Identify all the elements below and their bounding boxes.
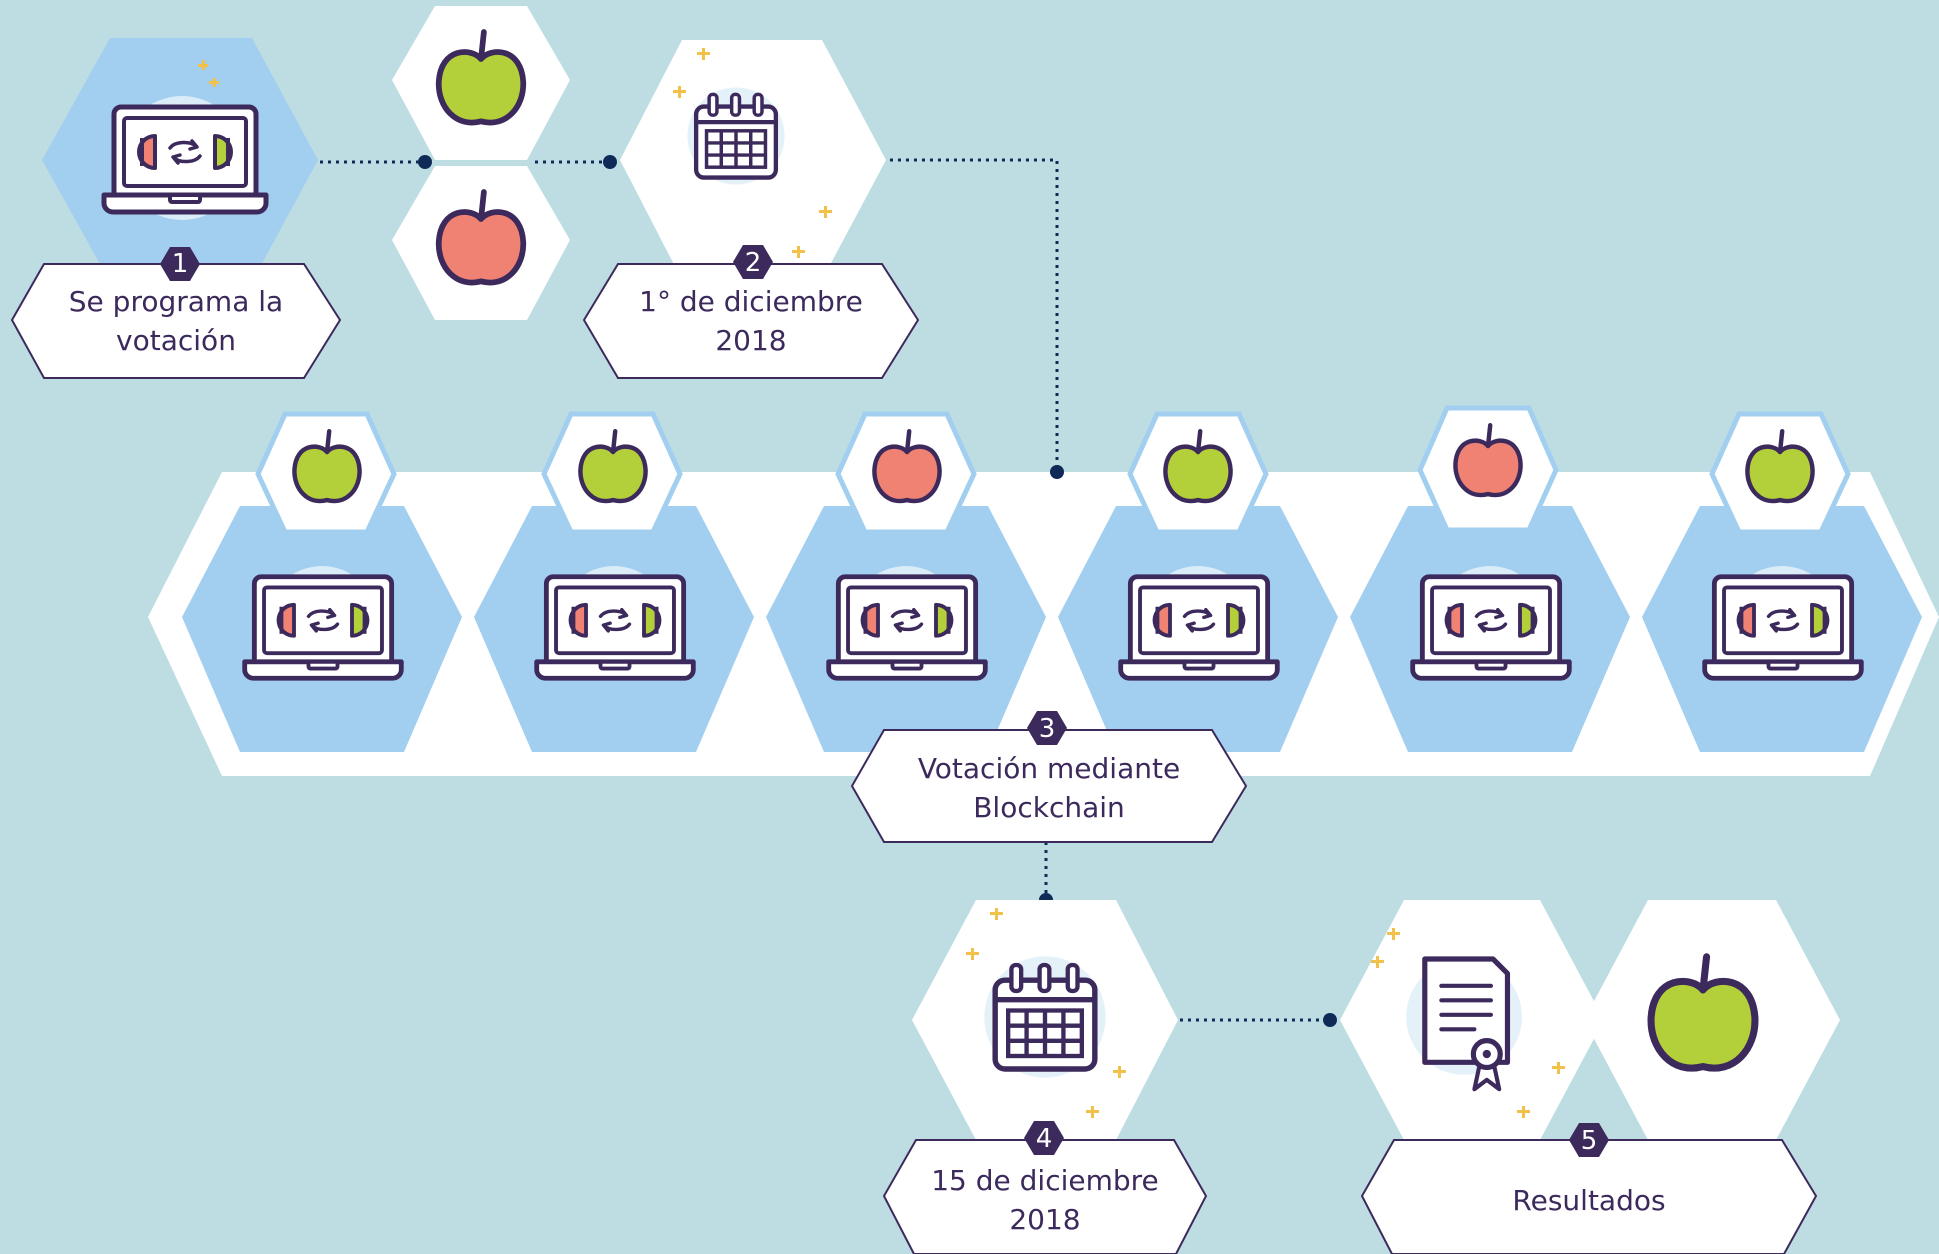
step4-label: 4 15 de diciembre 2018 — [882, 1121, 1208, 1254]
step-text-line2: Blockchain — [973, 791, 1125, 824]
step-number-badge — [1024, 1121, 1064, 1155]
calendar-icon — [984, 956, 1105, 1077]
calendar-icon — [687, 87, 784, 184]
laptop-vote-icon — [1413, 577, 1570, 679]
step-number: 4 — [1036, 1124, 1053, 1154]
blockchain-node-4 — [1058, 411, 1338, 752]
blockchain-node-3 — [766, 411, 1046, 752]
step5-certificate-hexagon — [1340, 900, 1604, 1140]
step-text-line1: 15 de diciembre — [931, 1164, 1159, 1197]
step-number: 1 — [172, 249, 189, 279]
step-text-line2: votación — [116, 324, 236, 357]
step-number-badge — [1027, 711, 1067, 745]
blockchain-node-2 — [474, 411, 754, 752]
step-text-line1: Se programa la — [69, 285, 283, 318]
step2-label: 2 1° de diciembre 2018 — [582, 245, 920, 379]
laptop-vote-icon — [1121, 577, 1278, 679]
step-number: 5 — [1581, 1126, 1598, 1156]
step1-hexagon — [42, 38, 318, 282]
blockchain-node-5 — [1350, 405, 1630, 752]
step-number-badge — [1569, 1123, 1609, 1157]
step-number-badge — [733, 245, 773, 279]
sparkle-icon — [198, 60, 219, 87]
step-number: 2 — [745, 248, 762, 278]
step4-hexagon — [912, 900, 1178, 1140]
step3-label: 3 Votación mediante Blockchain — [850, 711, 1248, 843]
result-apple-hexagon — [1584, 900, 1840, 1140]
laptop-vote-icon — [1705, 577, 1862, 679]
step-text-line1: Votación mediante — [918, 752, 1180, 785]
laptop-vote-icon — [245, 577, 402, 679]
step-number-badge — [160, 247, 200, 281]
step1-label: 1 Se programa la votación — [10, 247, 342, 379]
blockchain-node-6 — [1642, 411, 1922, 752]
sparkle-icon — [673, 48, 832, 258]
step-text-line2: 2018 — [715, 324, 786, 357]
step-text-line1: Resultados — [1512, 1184, 1665, 1217]
step5-label: 5 Resultados — [1360, 1123, 1818, 1254]
step-text-line1: 1° de diciembre — [639, 285, 863, 318]
laptop-vote-icon — [537, 577, 694, 679]
sparkle-icon — [1371, 928, 1565, 1118]
sparkle-icon — [966, 908, 1126, 1118]
blockchain-node-1 — [182, 411, 462, 752]
step-number: 3 — [1039, 714, 1056, 744]
step2-hexagon — [620, 40, 886, 280]
vote-hex-bottom — [392, 166, 570, 320]
step-text-line2: 2018 — [1009, 1203, 1080, 1236]
vote-hex-top — [392, 6, 570, 160]
connector-lines — [320, 158, 1330, 1022]
laptop-vote-icon — [104, 107, 266, 212]
laptop-vote-icon — [829, 577, 986, 679]
